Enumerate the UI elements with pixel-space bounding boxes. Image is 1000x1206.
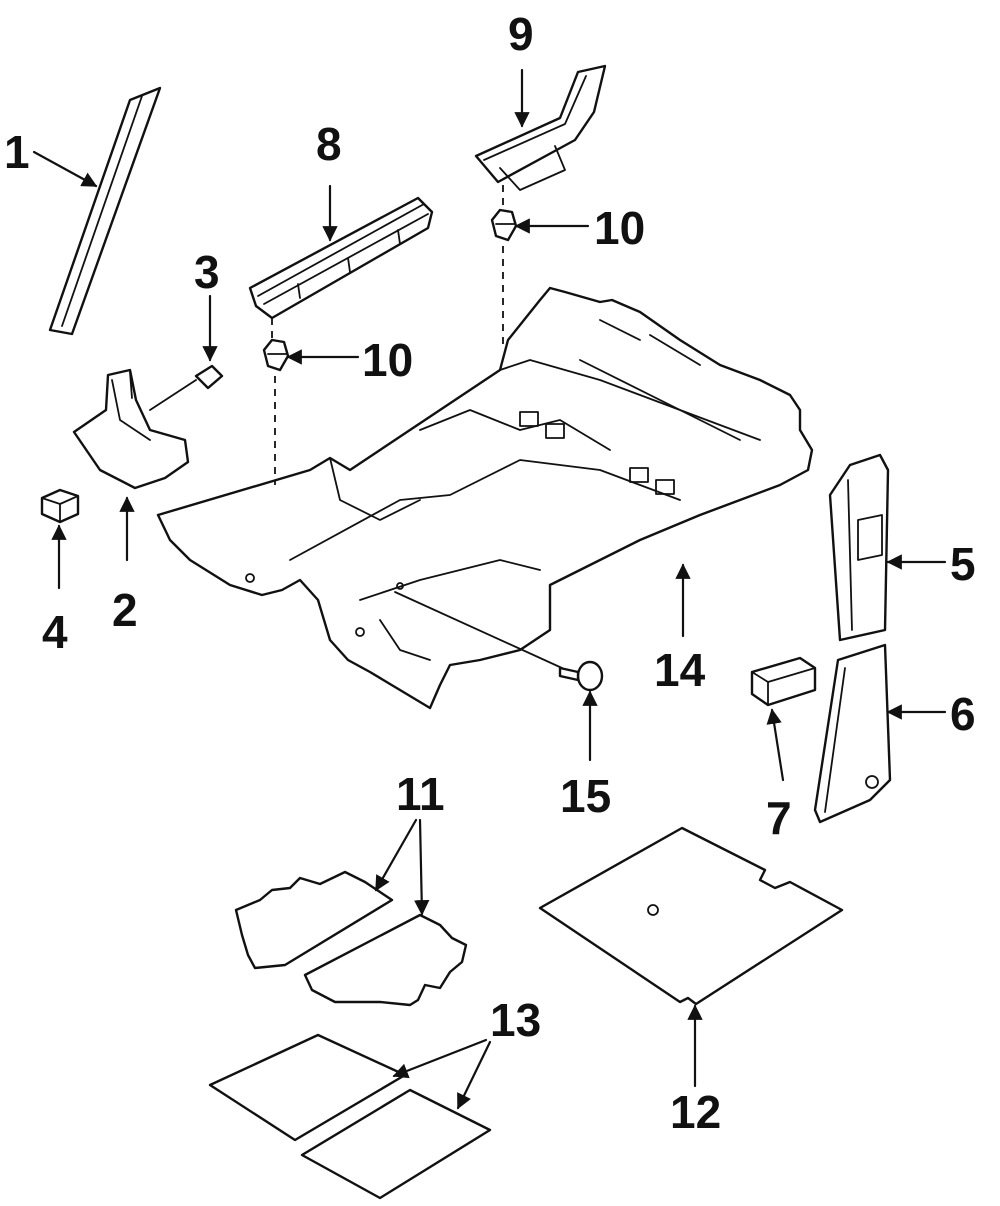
callout-15: 15 <box>560 770 611 822</box>
leader-11-right <box>414 818 430 916</box>
part-1-pillar-trim[interactable] <box>48 86 162 336</box>
leader-1 <box>32 150 98 188</box>
part-15-push-pin[interactable] <box>558 660 604 692</box>
part-8-scuff-plate[interactable] <box>248 196 434 320</box>
part-2-kick-panel[interactable] <box>72 368 190 490</box>
part-9-rear-scuff-plate[interactable] <box>474 64 607 191</box>
part-3-push-clip[interactable] <box>149 364 224 411</box>
part-7-block[interactable] <box>750 656 817 707</box>
callout-3: 3 <box>194 246 220 298</box>
part-11-floor-mat-left[interactable] <box>234 870 394 970</box>
callout-12: 12 <box>670 1086 721 1138</box>
part-6-pillar-lower-trim[interactable] <box>813 643 892 824</box>
alignment-line-15 <box>394 591 563 669</box>
callout-6: 6 <box>950 688 976 740</box>
callout-4: 4 <box>42 606 68 658</box>
leader-13-right <box>456 1040 492 1110</box>
leader-13-left <box>392 1038 488 1079</box>
callout-9: 9 <box>508 8 534 60</box>
part-13-floor-mat-right[interactable] <box>300 1088 492 1200</box>
part-14-floor-carpet[interactable] <box>156 286 814 710</box>
part-11-floor-mat-right[interactable] <box>303 913 468 1007</box>
part-10-fastener-lower[interactable] <box>262 338 290 372</box>
callout-7: 7 <box>766 792 792 844</box>
leader-7 <box>766 708 785 782</box>
callout-10-upper: 10 <box>594 202 645 254</box>
callout-5: 5 <box>950 538 976 590</box>
part-10-fastener-upper[interactable] <box>490 208 518 242</box>
callout-8: 8 <box>316 118 342 170</box>
callout-2: 2 <box>112 584 138 636</box>
callout-14: 14 <box>654 644 706 696</box>
part-4-block[interactable] <box>40 488 80 524</box>
leader-11-left <box>374 818 418 892</box>
part-5-pillar-upper-trim[interactable] <box>828 453 890 642</box>
callout-10-lower: 10 <box>362 334 413 386</box>
callout-11: 11 <box>396 768 445 820</box>
callout-13: 13 <box>490 994 541 1046</box>
callout-1: 1 <box>4 126 30 178</box>
part-12-cargo-mat[interactable] <box>538 826 844 1006</box>
